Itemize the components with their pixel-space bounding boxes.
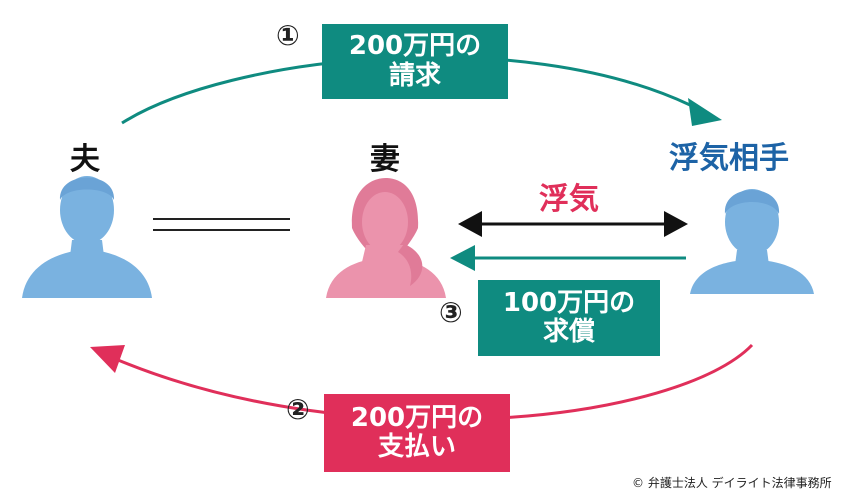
partner-label: 浮気相手: [669, 141, 789, 176]
affair-arrowhead-left: [458, 211, 482, 237]
wife-label: 妻: [370, 142, 400, 177]
husband-label: 夫: [70, 142, 100, 177]
step-3-box: 100万円の 求償: [478, 280, 660, 356]
step-2-line2: 支払い: [377, 432, 456, 462]
step-1-line1: 200万円の: [348, 31, 482, 62]
male-person-icon: [22, 176, 152, 298]
step-3-line2: 求償: [542, 317, 595, 347]
step-3-line1: 100万円の: [502, 287, 636, 318]
step-1-line2: 請求: [388, 60, 441, 91]
payment-arrowhead: [90, 345, 125, 373]
female-person-icon: [326, 178, 446, 298]
copyright-text: © 弁護士法人 デイライト法律事務所: [632, 476, 832, 490]
step-1-number: ①: [276, 19, 300, 52]
claim-arrowhead: [688, 98, 722, 126]
reimbursement-arrowhead: [450, 245, 475, 271]
male-person-icon: [690, 189, 814, 294]
step-3-number: ③: [439, 296, 463, 329]
step-1-box: 200万円の 請求: [322, 24, 508, 99]
affair-label: 浮気: [539, 182, 599, 217]
step-2-line1: 200万円の: [350, 402, 484, 433]
step-2-number: ②: [286, 393, 310, 426]
step-2-box: 200万円の 支払い: [324, 394, 510, 472]
affair-arrowhead-right: [664, 211, 688, 237]
